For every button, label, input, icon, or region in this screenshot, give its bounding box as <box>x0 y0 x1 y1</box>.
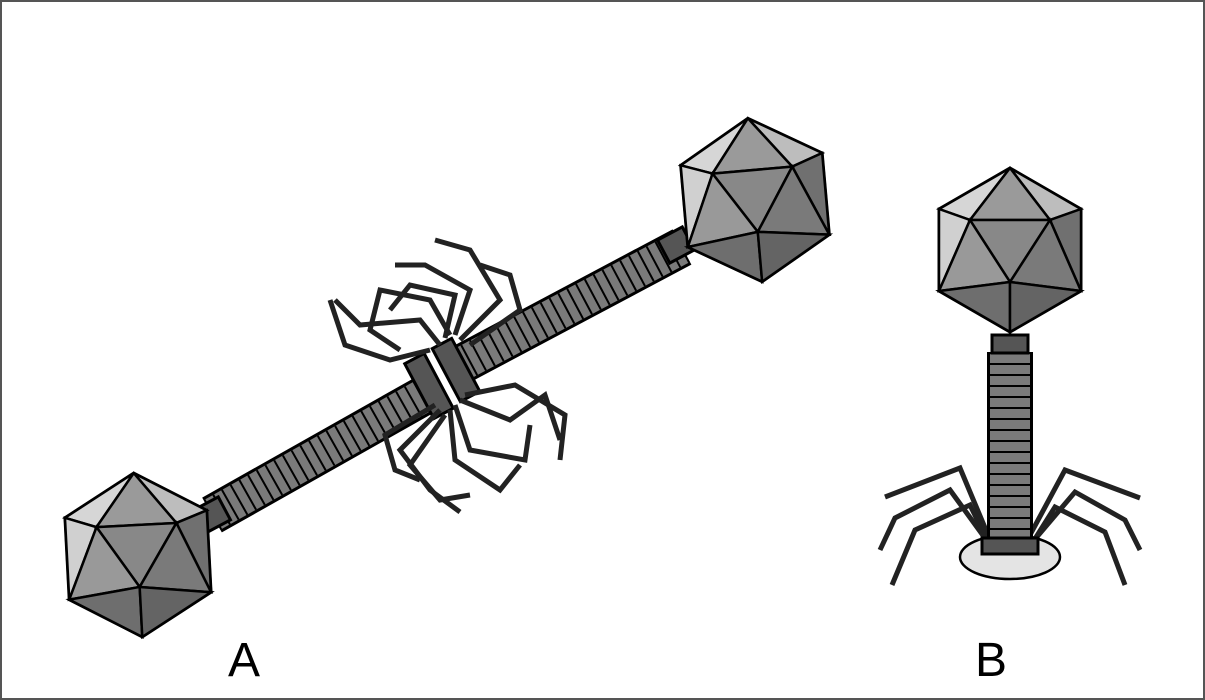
tail-sheath-left <box>212 392 430 515</box>
capsid-head-b <box>939 168 1081 332</box>
capsid-head-right <box>677 112 833 288</box>
panel-label-a: A <box>228 634 260 687</box>
capsid-head-left <box>63 469 213 640</box>
panel-b: B <box>880 168 1140 687</box>
collar-b <box>992 335 1028 353</box>
panel-a: A <box>63 112 833 687</box>
panel-label-b: B <box>975 634 1007 687</box>
baseplate-b <box>982 538 1038 554</box>
